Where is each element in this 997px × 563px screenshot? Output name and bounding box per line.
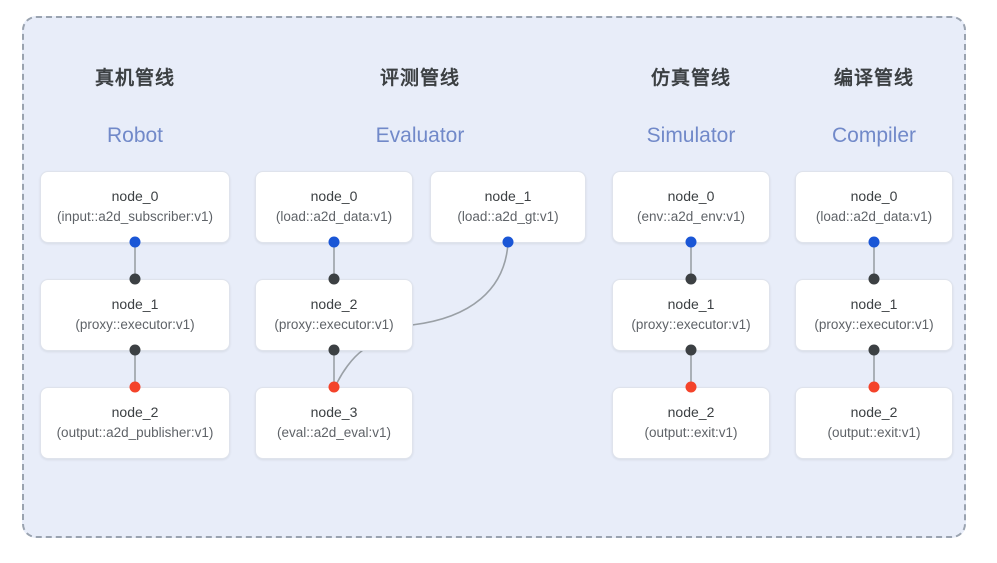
node-name: node_2 <box>310 295 358 312</box>
node-evaluator-2[interactable]: node_2 (proxy::executor:v1) <box>255 279 413 351</box>
blue-output-port-compiler-0[interactable] <box>868 236 880 248</box>
node-name: node_3 <box>310 403 358 420</box>
node-simulator-1[interactable]: node_1 (proxy::executor:v1) <box>612 279 770 351</box>
node-type: (proxy::executor:v1) <box>274 317 394 333</box>
node-evaluator-0[interactable]: node_0 (load::a2d_data:v1) <box>255 171 413 243</box>
column-title-cn-robot: 真机管线 <box>94 68 175 89</box>
node-type: (proxy::executor:v1) <box>631 317 751 333</box>
node-name: node_0 <box>850 187 898 204</box>
node-type: (proxy::executor:v1) <box>814 317 934 333</box>
node-name: node_1 <box>667 295 715 312</box>
node-compiler-0[interactable]: node_0 (load::a2d_data:v1) <box>795 171 953 243</box>
node-type: (output::a2d_publisher:v1) <box>56 425 214 441</box>
node-evaluator-1[interactable]: node_1 (load::a2d_gt:v1) <box>430 171 586 243</box>
node-name: node_2 <box>111 403 159 420</box>
node-name: node_0 <box>667 187 715 204</box>
column-title-en-compiler: Compiler <box>831 124 917 147</box>
blue-output-port-simulator-0[interactable] <box>685 236 697 248</box>
node-robot-2[interactable]: node_2 (output::a2d_publisher:v1) <box>40 387 230 459</box>
node-type: (proxy::executor:v1) <box>75 317 195 333</box>
red-input-port-robot-2[interactable] <box>129 381 141 393</box>
node-type: (input::a2d_subscriber:v1) <box>56 209 214 225</box>
node-name: node_1 <box>111 295 159 312</box>
node-evaluator-3[interactable]: node_3 (eval::a2d_eval:v1) <box>255 387 413 459</box>
node-name: node_1 <box>484 187 532 204</box>
node-name: node_0 <box>310 187 358 204</box>
blue-output-port-robot-0[interactable] <box>129 236 141 248</box>
dark-input-port-compiler-1[interactable] <box>868 273 880 285</box>
node-type: (eval::a2d_eval:v1) <box>276 425 392 441</box>
pipeline-graph-container <box>22 16 966 538</box>
column-title-en-evaluator: Evaluator <box>375 124 465 147</box>
dark-input-port-simulator-1[interactable] <box>685 273 697 285</box>
dark-output-port-simulator-1[interactable] <box>685 344 697 356</box>
blue-output-port-evaluator-1[interactable] <box>502 236 514 248</box>
column-title-cn-simulator: 仿真管线 <box>650 68 731 89</box>
node-type: (load::a2d_data:v1) <box>275 209 393 225</box>
dark-output-port-robot-1[interactable] <box>129 344 141 356</box>
node-compiler-2[interactable]: node_2 (output::exit:v1) <box>795 387 953 459</box>
red-input-port-compiler-2[interactable] <box>868 381 880 393</box>
dark-output-port-compiler-1[interactable] <box>868 344 880 356</box>
node-type: (load::a2d_data:v1) <box>815 209 933 225</box>
node-name: node_0 <box>111 187 159 204</box>
column-title-cn-evaluator: 评测管线 <box>379 68 460 89</box>
node-type: (output::exit:v1) <box>827 425 921 441</box>
node-type: (output::exit:v1) <box>644 425 738 441</box>
red-input-port-evaluator-3[interactable] <box>328 381 340 393</box>
red-input-port-simulator-2[interactable] <box>685 381 697 393</box>
dark-input-port-evaluator-2[interactable] <box>328 273 340 285</box>
column-title-en-simulator: Simulator <box>646 124 736 147</box>
node-name: node_2 <box>667 403 715 420</box>
node-compiler-1[interactable]: node_1 (proxy::executor:v1) <box>795 279 953 351</box>
blue-output-port-evaluator-0[interactable] <box>328 236 340 248</box>
node-robot-0[interactable]: node_0 (input::a2d_subscriber:v1) <box>40 171 230 243</box>
node-simulator-2[interactable]: node_2 (output::exit:v1) <box>612 387 770 459</box>
node-simulator-0[interactable]: node_0 (env::a2d_env:v1) <box>612 171 770 243</box>
column-title-cn-compiler: 编译管线 <box>833 68 914 89</box>
node-name: node_1 <box>850 295 898 312</box>
dark-output-port-evaluator-2[interactable] <box>328 344 340 356</box>
node-type: (env::a2d_env:v1) <box>636 209 746 225</box>
node-robot-1[interactable]: node_1 (proxy::executor:v1) <box>40 279 230 351</box>
column-title-en-robot: Robot <box>106 124 164 147</box>
node-name: node_2 <box>850 403 898 420</box>
node-type: (load::a2d_gt:v1) <box>457 209 559 225</box>
dark-input-port-robot-1[interactable] <box>129 273 141 285</box>
